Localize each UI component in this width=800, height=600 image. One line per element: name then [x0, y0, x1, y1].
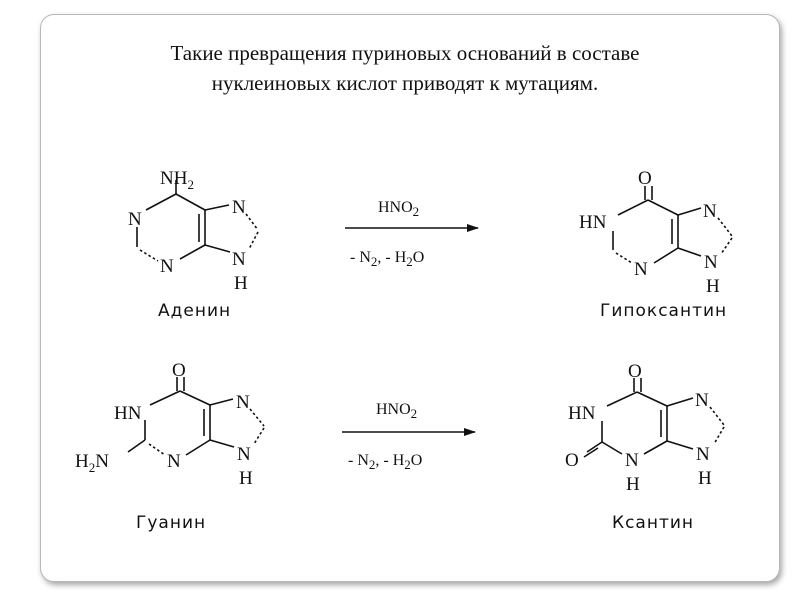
compound-name-xanthine: Ксантин: [612, 513, 694, 533]
guanine-atom-n9: N: [237, 444, 251, 465]
adenine-atom-n1: N: [128, 209, 142, 230]
slide-title-line-2: нуклеиновых кислот приводят к мутациям.: [211, 71, 599, 95]
slide-frame: [40, 14, 780, 582]
guanine-atom-hn1: HN: [114, 403, 142, 424]
xanthine-atom-n3: N: [625, 450, 639, 471]
hypoxanthine-atom-n7: N: [703, 201, 717, 222]
adenine-atom-nh2: NH2: [160, 168, 194, 192]
guanine-atom-n3: N: [167, 451, 181, 472]
slide-title: Такие превращения пуриновых оснований в …: [80, 38, 730, 98]
xanthine-atom-h9: H: [698, 468, 712, 489]
xanthine-structure: O HN O N H N N H: [565, 361, 725, 495]
hypoxanthine-structure: O HN N N N H: [579, 168, 733, 297]
reaction-arrow-1: HNO2 - N2, - H2O: [345, 199, 479, 269]
hypoxanthine-atom-n9: N: [704, 252, 718, 273]
xanthine-atom-h3: H: [626, 474, 640, 495]
xanthine-atom-n9: N: [696, 444, 710, 465]
guanine-atom-h9: H: [239, 468, 253, 489]
adenine-atom-h9: H: [234, 273, 248, 294]
reagent-above-1: HNO2: [378, 199, 419, 219]
xanthine-atom-o2: O: [565, 450, 579, 471]
xanthine-atom-hn1: HN: [568, 403, 596, 424]
compound-name-guanine: Гуанин: [136, 513, 206, 533]
guanine-atom-o: O: [172, 360, 186, 381]
adenine-structure: NH2 N N N N H: [128, 168, 259, 294]
hypoxanthine-atom-hn1: HN: [579, 212, 607, 233]
compound-name-hypoxanthine: Гипоксантин: [600, 301, 727, 321]
compound-name-adenine: Аденин: [158, 301, 231, 321]
hypoxanthine-atom-h9: H: [706, 276, 720, 297]
reagent-above-2: HNO2: [376, 401, 417, 421]
slide-title-line-1: Такие превращения пуриновых оснований в …: [170, 41, 640, 65]
reaction-arrow-2: HNO2 - N2, - H2O: [342, 401, 476, 472]
adenine-atom-n9: N: [232, 249, 246, 270]
guanine-atom-n7: N: [236, 392, 250, 413]
reagent-below-2: - N2, - H2O: [348, 452, 422, 472]
hypoxanthine-atom-o: O: [638, 168, 652, 189]
adenine-atom-n3: N: [160, 256, 174, 277]
guanine-structure: O HN H2N N N N H: [75, 360, 265, 489]
adenine-atom-n7: N: [232, 197, 246, 218]
xanthine-atom-n7: N: [695, 390, 709, 411]
guanine-atom-h2n: H2N: [75, 451, 109, 475]
hypoxanthine-atom-n3: N: [634, 259, 648, 280]
xanthine-atom-o6: O: [628, 361, 642, 382]
reagent-below-1: - N2, - H2O: [350, 249, 424, 269]
